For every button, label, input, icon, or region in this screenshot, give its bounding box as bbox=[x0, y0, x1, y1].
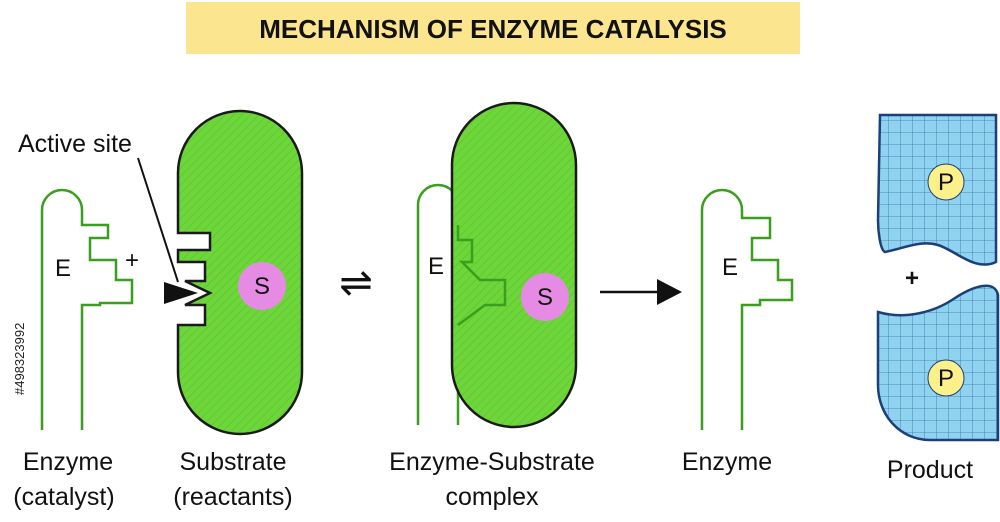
label-enzyme: Enzyme bbox=[682, 448, 772, 476]
products: P + P bbox=[876, 113, 1000, 442]
active-site-arrowhead bbox=[164, 282, 198, 304]
label-substrate-line2: (reactants) bbox=[173, 483, 292, 511]
complex-substrate-letter: S bbox=[537, 284, 553, 311]
watermark-id: #498323992 bbox=[12, 323, 27, 395]
enzyme-letter: E bbox=[55, 255, 71, 282]
product-bottom-letter: P bbox=[938, 365, 954, 392]
complex-substrate-circle bbox=[521, 273, 569, 321]
enzyme-released: E bbox=[700, 188, 794, 430]
plus-sign-1: + bbox=[125, 247, 139, 274]
reaction-arrow bbox=[600, 279, 682, 305]
enzyme-catalyst: E + bbox=[40, 188, 139, 430]
label-enzyme-catalyst-line2: (catalyst) bbox=[13, 483, 114, 511]
equilibrium-arrows: ⇌ bbox=[339, 260, 373, 306]
substrate: S bbox=[176, 109, 304, 436]
reaction-arrowhead bbox=[657, 279, 682, 305]
label-substrate-line1: Substrate bbox=[179, 448, 286, 476]
equilibrium-symbol: ⇌ bbox=[339, 260, 373, 306]
bottom-labels: Enzyme (catalyst) Substrate (reactants) … bbox=[13, 448, 973, 511]
enzyme-released-outline bbox=[700, 188, 794, 430]
label-product: Product bbox=[887, 456, 973, 484]
substrate-letter: S bbox=[254, 273, 270, 300]
page-title: MECHANISM OF ENZYME CATALYSIS bbox=[259, 14, 727, 44]
substrate-shape bbox=[176, 109, 304, 436]
complex-substrate-shape bbox=[450, 101, 578, 429]
complex-enzyme-letter: E bbox=[428, 253, 444, 280]
enzyme-outline bbox=[40, 188, 134, 430]
active-site-label: Active site bbox=[18, 130, 132, 158]
enzyme-released-letter: E bbox=[722, 254, 738, 281]
plus-sign-2: + bbox=[905, 265, 919, 292]
label-enzyme-catalyst-line1: Enzyme bbox=[23, 448, 113, 476]
title-banner: MECHANISM OF ENZYME CATALYSIS bbox=[186, 2, 800, 54]
product-bottom-circle bbox=[927, 359, 965, 397]
product-top-circle bbox=[927, 163, 965, 201]
active-site-annotation: Active site bbox=[18, 130, 198, 304]
label-complex-line2: complex bbox=[445, 483, 539, 511]
label-complex-line1: Enzyme-Substrate bbox=[389, 448, 595, 476]
substrate-circle bbox=[238, 262, 286, 310]
product-top-letter: P bbox=[938, 169, 954, 196]
title-background bbox=[186, 2, 800, 54]
active-site-pointer-line bbox=[137, 157, 179, 283]
enzyme-substrate-complex: E S bbox=[416, 101, 578, 429]
complex-enzyme-binding bbox=[456, 225, 507, 327]
